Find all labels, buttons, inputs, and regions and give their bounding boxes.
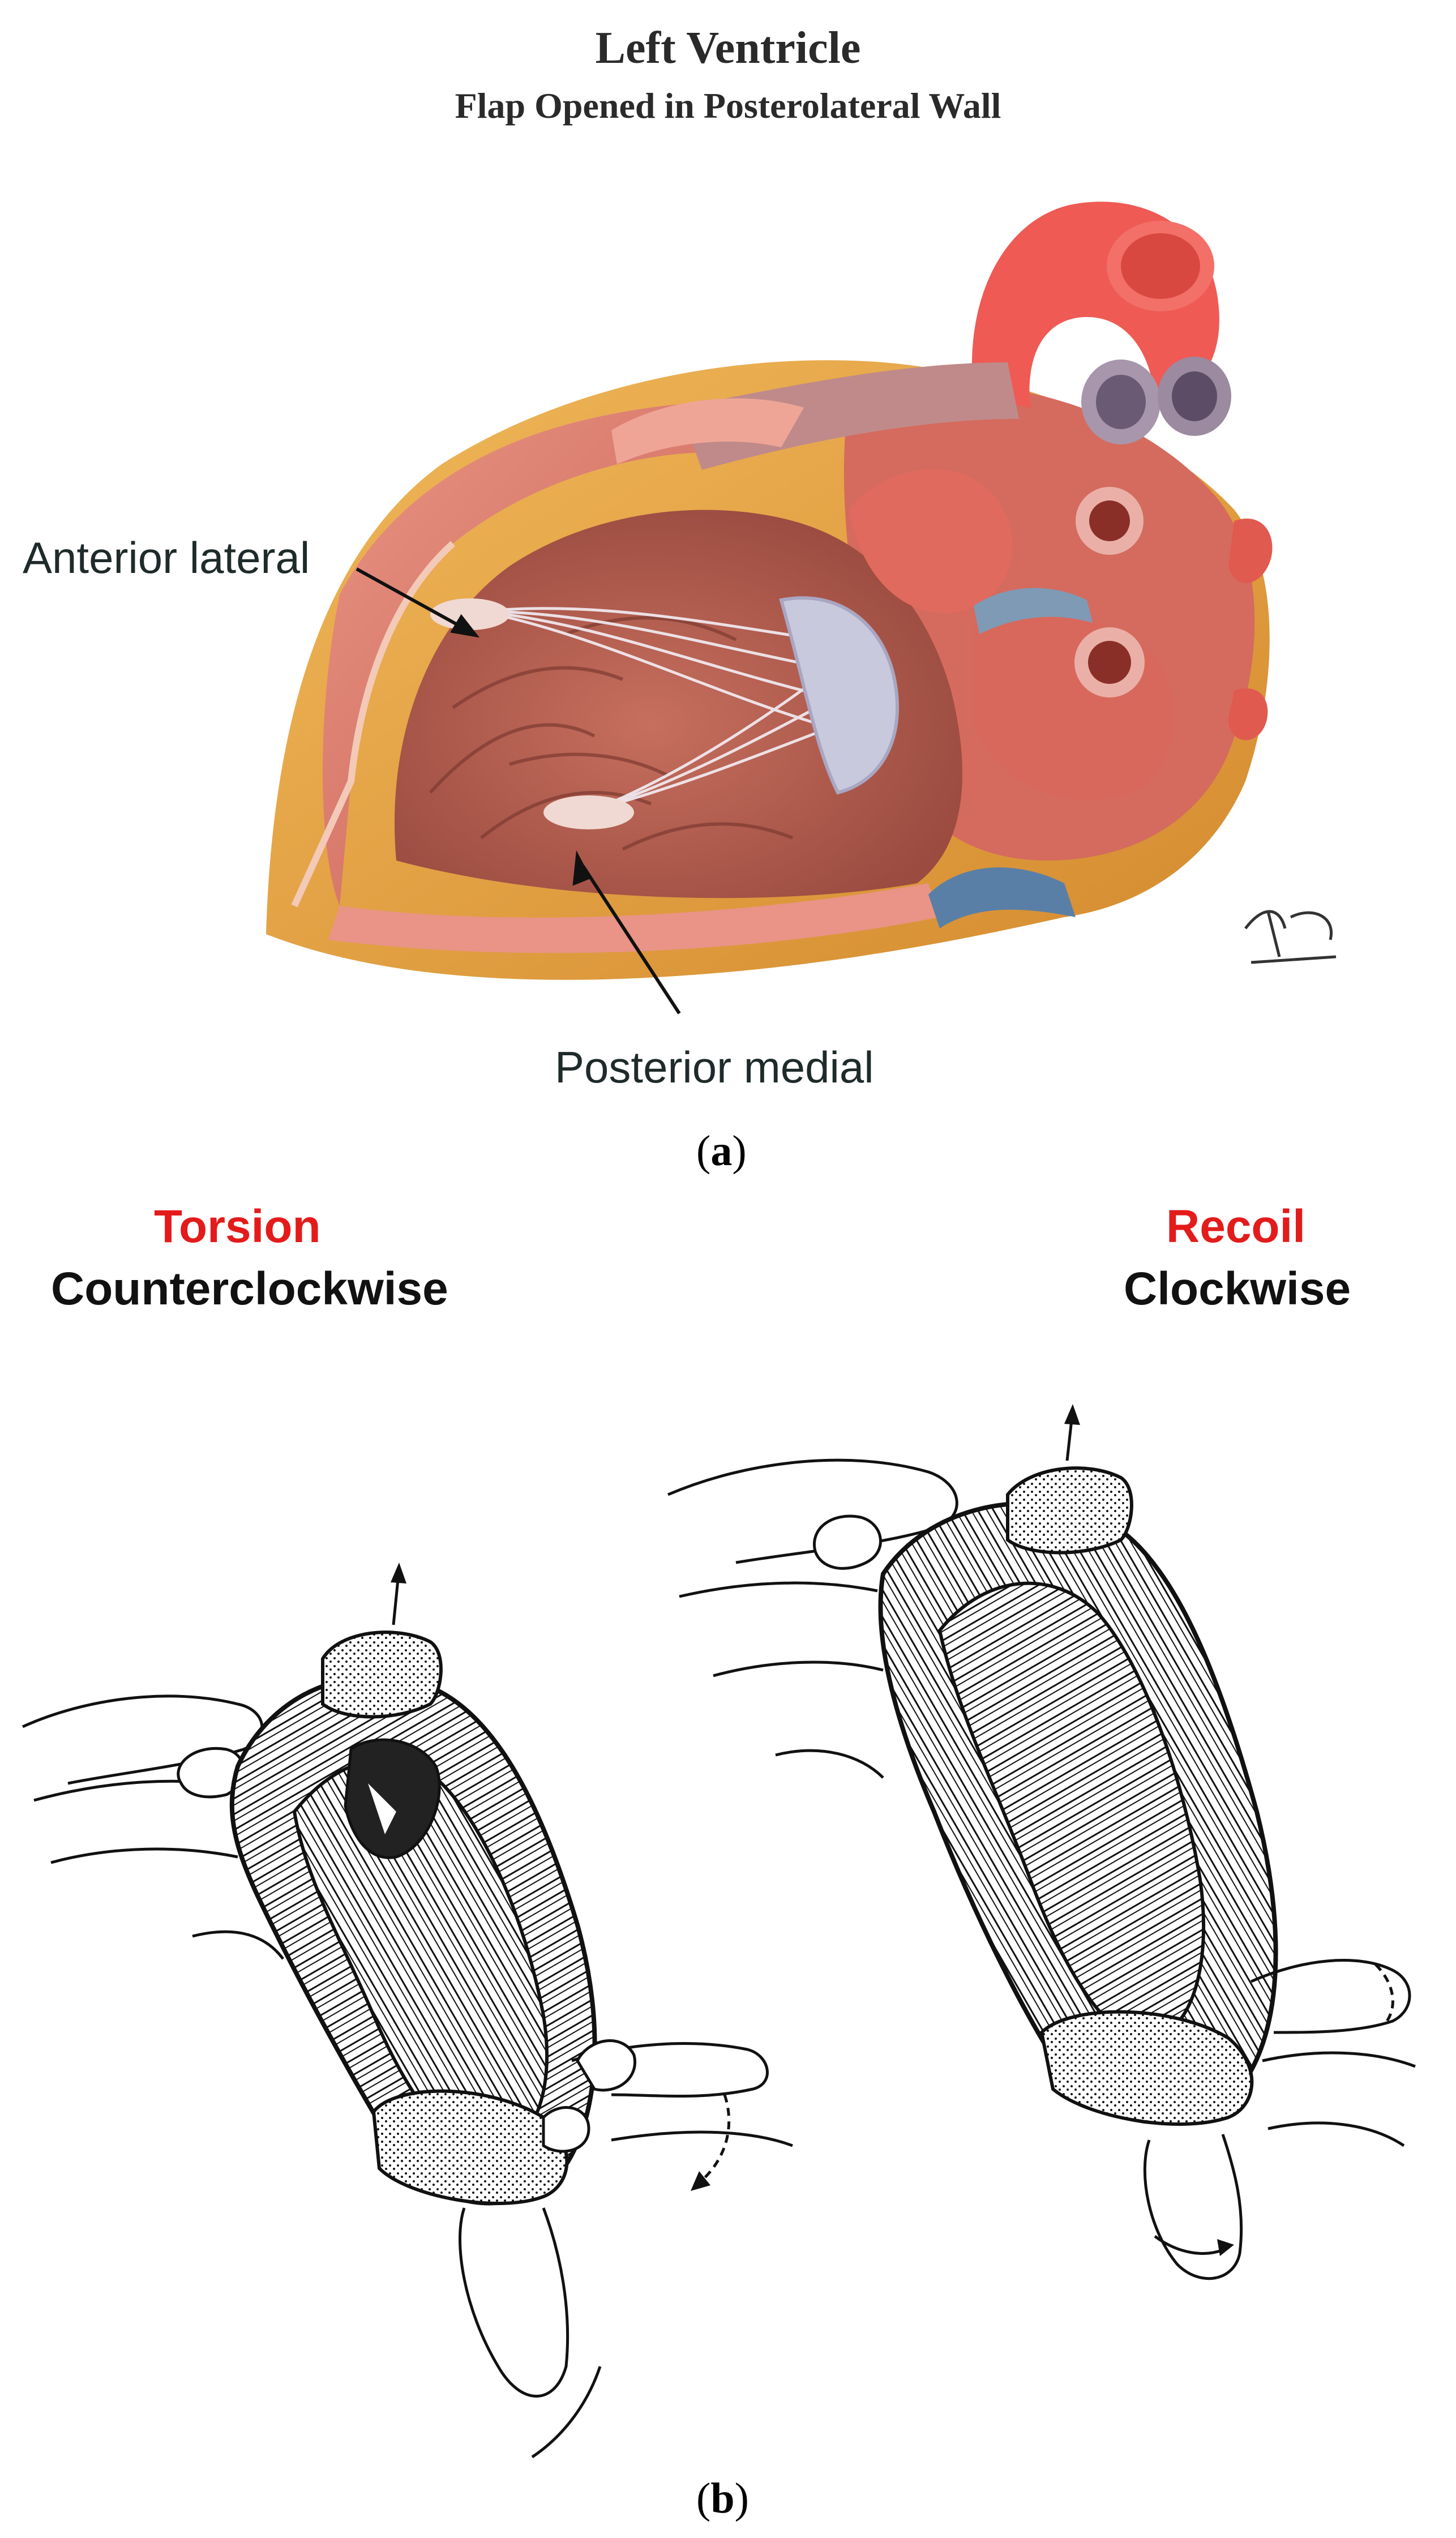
recoil-heart-drawing — [667, 1404, 1416, 2280]
artist-signature — [1244, 910, 1337, 964]
counterclockwise-heading: Counterclockwise — [51, 1263, 448, 1315]
anterior-leader-arrow — [356, 567, 480, 638]
panel-a-subtitle: Flap Opened in Posterolateral Wall — [455, 85, 1001, 126]
posterior-leader-arrow — [572, 850, 681, 1015]
panel-a-caption: (a) — [696, 1127, 747, 1175]
label-anterior-lateral: Anterior lateral — [23, 533, 310, 583]
label-posterior-medial: Posterior medial — [555, 1042, 874, 1092]
heart-body — [266, 202, 1273, 980]
clockwise-heading: Clockwise — [1124, 1263, 1351, 1315]
panel-b-caption: (b) — [696, 2475, 749, 2522]
torsion-heart-drawing — [22, 1563, 793, 2459]
recoil-heading: Recoil — [1166, 1201, 1306, 1252]
panel-a-title: Left Ventricle — [595, 23, 861, 73]
torsion-heading: Torsion — [154, 1201, 321, 1252]
